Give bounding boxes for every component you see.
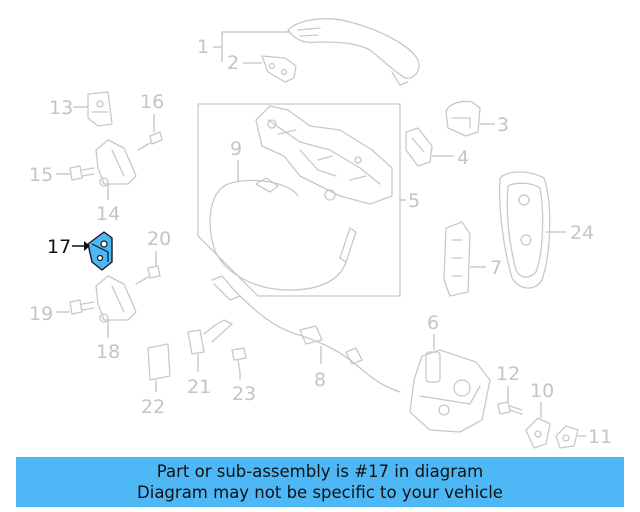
part-22-pad[interactable] [147, 343, 171, 381]
part-15-bolt[interactable] [69, 165, 95, 181]
part-3-cap[interactable] [445, 100, 481, 137]
callout-19: 19 [29, 303, 53, 325]
callout-2: 2 [227, 52, 239, 74]
part-7-bracket[interactable] [443, 221, 471, 297]
part-20-bolt[interactable] [135, 265, 161, 285]
callout-17: 17 [47, 236, 71, 258]
part-6-latch[interactable] [409, 349, 491, 433]
part-8-cable[interactable] [211, 275, 401, 393]
callout-12: 12 [496, 363, 520, 385]
callout-7: 7 [490, 257, 502, 279]
callout-20: 20 [147, 228, 171, 250]
callout-18: 18 [96, 341, 120, 363]
leader-17-arrow [84, 241, 90, 251]
callout-22: 22 [141, 396, 165, 418]
callout-1: 1 [197, 36, 209, 58]
callout-15: 15 [29, 164, 53, 186]
callout-24: 24 [570, 222, 594, 244]
part-5-handle-bracket[interactable] [255, 105, 393, 205]
callout-23: 23 [232, 383, 256, 405]
callout-6: 6 [427, 312, 439, 334]
callout-9: 9 [230, 138, 242, 160]
callout-21: 21 [187, 376, 211, 398]
part-18-hinge[interactable] [95, 275, 137, 323]
callout-13: 13 [49, 97, 73, 119]
part-13-bracket[interactable] [87, 91, 113, 127]
callout-16: 16 [140, 91, 164, 113]
part-11-washer[interactable] [555, 425, 579, 449]
callout-11: 11 [588, 426, 612, 448]
callout-3: 3 [497, 114, 509, 136]
callout-5: 5 [408, 190, 420, 212]
part-23-screw[interactable] [231, 347, 247, 373]
part-9-cable[interactable] [209, 177, 357, 291]
callout-10: 10 [530, 380, 554, 402]
assembly-frame [197, 103, 401, 297]
part-16-bolt[interactable] [137, 131, 163, 151]
banner-line-1: Part or sub-assembly is #17 in diagram [156, 462, 484, 481]
part-24-trim[interactable] [498, 171, 551, 289]
callout-4: 4 [457, 147, 469, 169]
callout-8: 8 [314, 369, 326, 391]
callout-14: 14 [96, 203, 120, 225]
part-2-handle-cover[interactable] [261, 55, 297, 83]
part-12-screw[interactable] [497, 401, 523, 415]
part-21-clip[interactable] [187, 319, 233, 355]
part-19-bolt[interactable] [69, 299, 95, 315]
leader-1 [213, 31, 290, 48]
banner-line-2: Diagram may not be specific to your vehi… [137, 483, 503, 502]
part-4-pad[interactable] [405, 127, 433, 167]
part-1-outer-handle[interactable] [287, 18, 420, 86]
part-14-hinge[interactable] [95, 139, 137, 187]
part-10-plate[interactable] [525, 417, 551, 449]
part-17-highlighted[interactable] [87, 231, 113, 271]
info-banner: Part or sub-assembly is #17 in diagram D… [16, 457, 624, 507]
